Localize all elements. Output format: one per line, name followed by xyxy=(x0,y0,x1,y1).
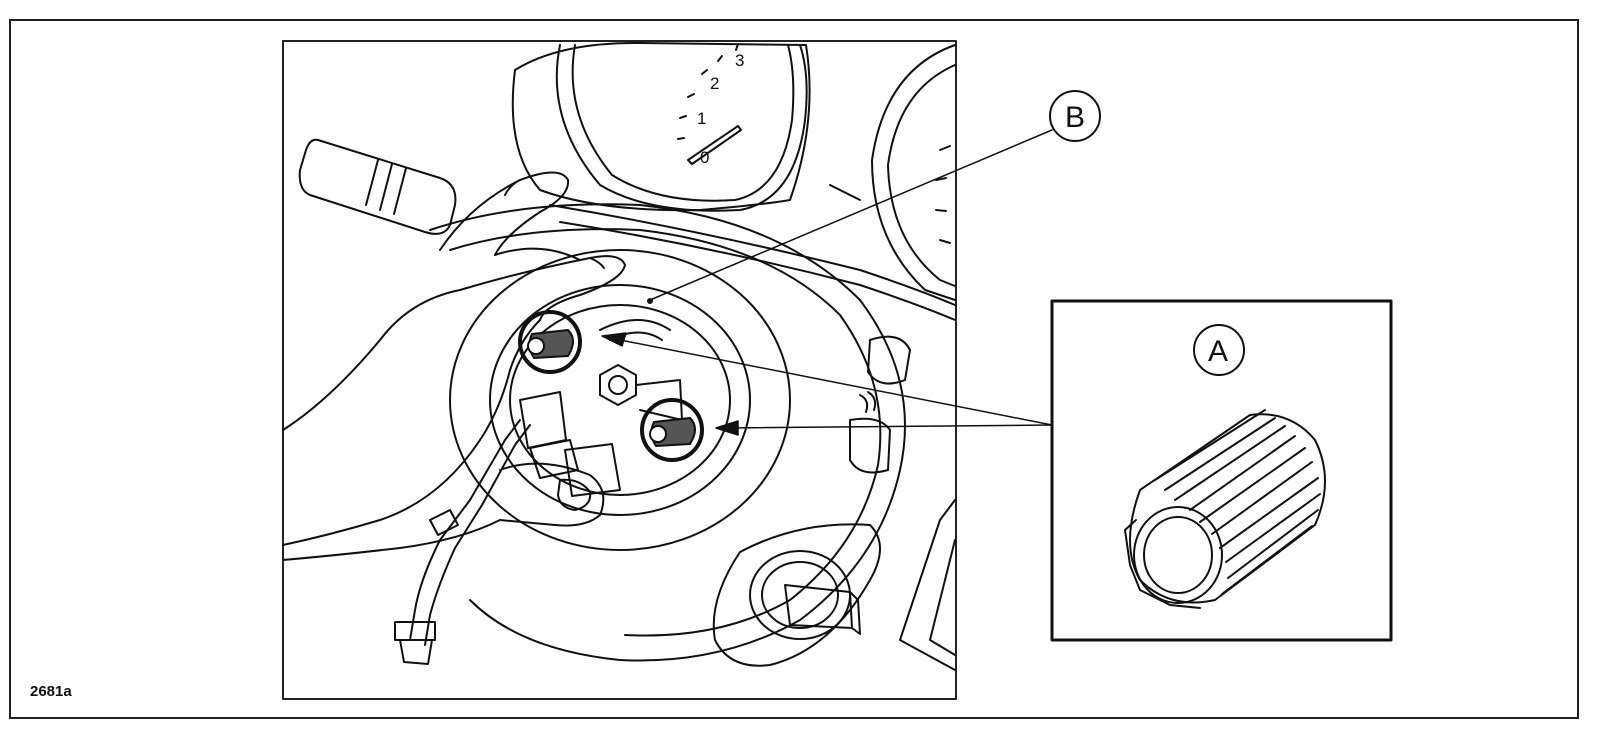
callout-a-label: A xyxy=(1208,335,1228,368)
gauge-label-0: 0 xyxy=(700,148,709,167)
hand xyxy=(282,171,626,561)
torx-bit-detail xyxy=(1124,409,1326,609)
speedometer-gauge xyxy=(511,41,811,212)
circled-screw-lower xyxy=(640,398,704,462)
figure-frame xyxy=(9,19,1579,719)
dashboard-trim xyxy=(549,204,956,306)
figure-code: 2681a xyxy=(30,683,72,700)
detail-inset-panel xyxy=(1050,299,1393,642)
callout-b-circle xyxy=(1049,90,1101,142)
gauge-label-1: 1 xyxy=(697,109,706,128)
ignition-switch xyxy=(712,523,881,667)
wiper-stalk xyxy=(298,138,457,235)
callout-a-circle xyxy=(1193,324,1245,376)
gauge-label-3: 3 xyxy=(735,51,744,70)
pointer-arrows xyxy=(601,332,1053,436)
steering-wheel xyxy=(429,203,906,662)
callout-b-label: B xyxy=(1065,101,1085,134)
airbag-connectors xyxy=(394,391,621,665)
main-view-artwork: 3 2 1 0 xyxy=(282,41,956,671)
gauge-label-2: 2 xyxy=(710,74,719,93)
tachometer-gauge xyxy=(829,44,956,301)
main-view-panel xyxy=(282,40,957,700)
callout-b-leader xyxy=(649,129,1053,301)
circled-screw-upper xyxy=(518,310,582,374)
dash-lower-trim xyxy=(899,499,956,671)
